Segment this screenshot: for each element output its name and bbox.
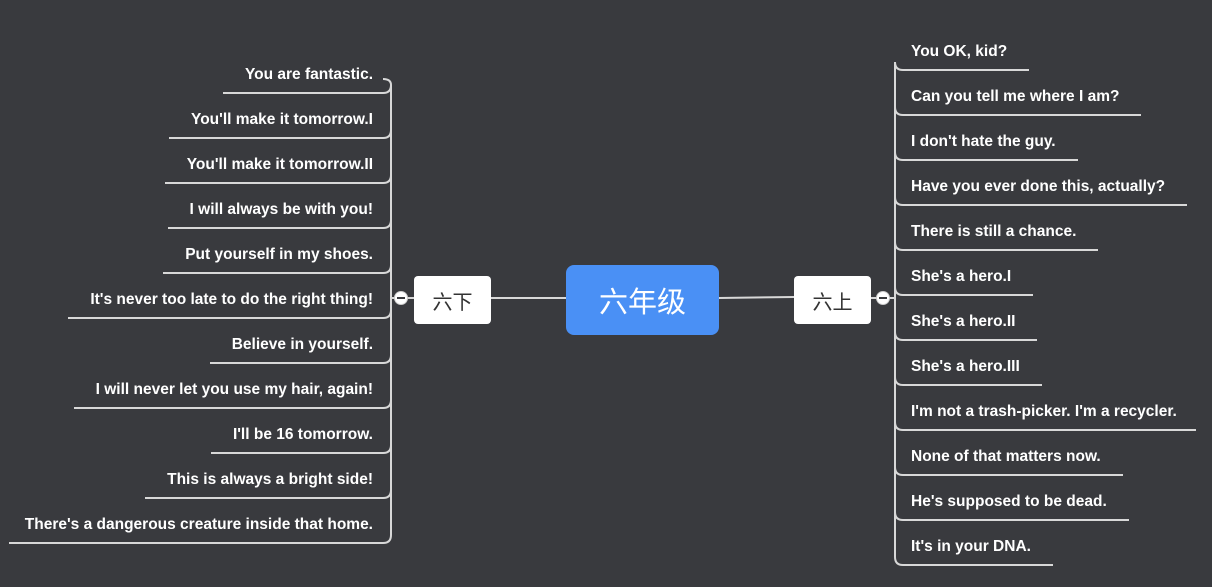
leaf-right[interactable]: I don't hate the guy. bbox=[911, 133, 1056, 150]
leaf-left[interactable]: Put yourself in my shoes. bbox=[185, 246, 373, 263]
leaf-left[interactable]: I'll be 16 tomorrow. bbox=[232, 426, 373, 443]
center-to-right-connector bbox=[718, 296, 795, 299]
leaf-underline bbox=[163, 264, 392, 274]
leaf-left[interactable]: There's a dangerous creature inside that… bbox=[24, 516, 373, 533]
leaf-right[interactable]: None of that matters now. bbox=[911, 448, 1101, 465]
leaf-left[interactable]: You are fantastic. bbox=[244, 66, 373, 83]
leaf-underline bbox=[894, 106, 1141, 116]
leaf-right[interactable]: You OK, kid? bbox=[911, 43, 1008, 60]
right-collapse-icon[interactable] bbox=[876, 291, 890, 305]
leaf-right[interactable]: It's in your DNA. bbox=[911, 538, 1031, 555]
leaf-left[interactable]: Believe in yourself. bbox=[231, 336, 373, 353]
leaf-left[interactable]: This is always a bright side! bbox=[167, 471, 373, 488]
leaf-underline bbox=[145, 489, 392, 499]
leaf-underline bbox=[68, 309, 392, 319]
left-spine bbox=[382, 78, 392, 535]
branch-left-label: 六下 bbox=[432, 289, 473, 314]
leaf-underline bbox=[165, 174, 392, 184]
leaf-right[interactable]: She's a hero.II bbox=[911, 313, 1016, 330]
leaf-underline bbox=[169, 129, 392, 139]
leaf-right[interactable]: She's a hero.III bbox=[911, 358, 1020, 375]
leaf-left[interactable]: You'll make it tomorrow.I bbox=[191, 111, 373, 128]
leaf-underline bbox=[894, 241, 1098, 251]
leaf-right[interactable]: I'm not a trash-picker. I'm a recycler. bbox=[911, 403, 1177, 420]
left-leaf-lines bbox=[9, 78, 392, 544]
leaf-underline bbox=[223, 84, 392, 94]
leaf-right[interactable]: Have you ever done this, actually? bbox=[911, 178, 1166, 195]
leaf-underline bbox=[9, 534, 392, 544]
leaf-underline bbox=[894, 421, 1196, 431]
leaf-underline bbox=[211, 444, 392, 454]
leaf-underline bbox=[894, 196, 1187, 206]
leaf-underline bbox=[210, 354, 392, 364]
leaf-left[interactable]: You'll make it tomorrow.II bbox=[186, 156, 373, 173]
leaf-underline bbox=[894, 466, 1123, 476]
branch-node-left[interactable]: 六下 bbox=[414, 276, 491, 324]
leaf-underline bbox=[894, 556, 1053, 566]
left-collapse-icon[interactable] bbox=[394, 291, 408, 305]
leaf-right[interactable]: Can you tell me where I am? bbox=[911, 88, 1120, 105]
leaf-left[interactable]: It's never too late to do the right thin… bbox=[90, 291, 373, 308]
right-leaf-lines bbox=[894, 61, 1196, 566]
leaf-right[interactable]: There is still a chance. bbox=[911, 223, 1077, 240]
leaf-underline bbox=[894, 511, 1129, 521]
leaf-right[interactable]: She's a hero.I bbox=[911, 268, 1012, 285]
leaf-left[interactable]: I will never let you use my hair, again! bbox=[95, 381, 373, 398]
branch-node-right[interactable]: 六上 bbox=[794, 276, 871, 324]
leaf-underline bbox=[894, 331, 1037, 341]
leaf-underline bbox=[894, 286, 1033, 296]
central-topic[interactable]: 六年级 bbox=[566, 265, 719, 335]
leaf-left[interactable]: I will always be with you! bbox=[189, 201, 373, 218]
leaf-underline bbox=[894, 376, 1042, 386]
leaf-right[interactable]: He's supposed to be dead. bbox=[911, 493, 1107, 510]
branch-right-label: 六上 bbox=[812, 289, 853, 314]
leaf-underline bbox=[894, 61, 1029, 71]
leaf-underline bbox=[74, 399, 392, 409]
leaf-underline bbox=[894, 151, 1078, 161]
central-topic-label: 六年级 bbox=[598, 285, 686, 319]
leaf-underline bbox=[168, 219, 392, 229]
